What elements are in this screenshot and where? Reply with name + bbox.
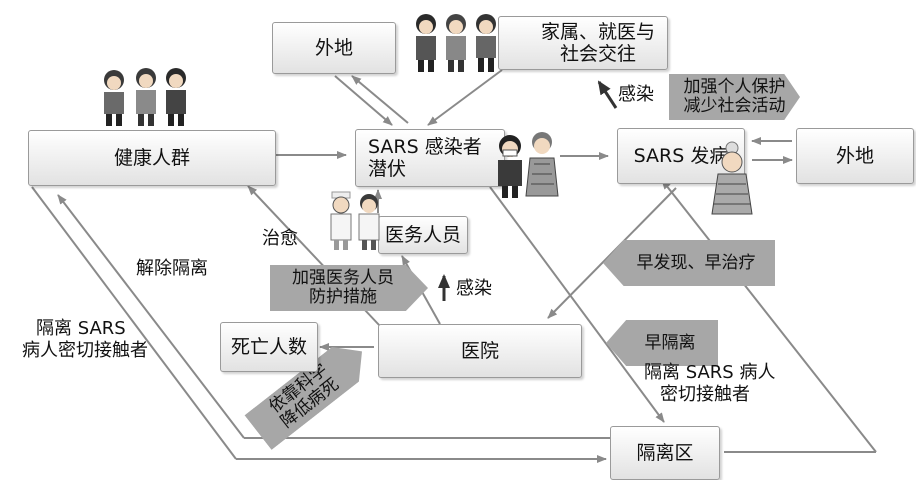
node-death-label: 死亡人数 [230, 336, 307, 358]
node-death: 死亡人数 [220, 322, 318, 372]
family-people-icon [416, 14, 496, 72]
label-isolate-right-line2: 密切接触者 [660, 384, 750, 405]
band-early-treat-text: 早发现、早治疗 [636, 252, 756, 273]
band-personal-line1: 加强个人保护 [683, 77, 786, 97]
node-medical: 医务人员 [378, 216, 468, 254]
band-staff-protection: 加强医务人员防护措施 [270, 265, 428, 311]
node-quarantine-label: 隔离区 [636, 442, 694, 464]
node-waidi-right: 外地 [796, 128, 914, 184]
band-staff-line2: 防护措施 [309, 287, 377, 307]
band-staff-line1: 加强医务人员 [292, 268, 394, 288]
band-early-isolate-text: 早隔离 [644, 332, 696, 353]
arrow-quarantine-up [661, 179, 877, 453]
arrow-latent-to-quarantine [489, 186, 665, 423]
band-personal-line2: 减少社会活动 [683, 96, 786, 116]
node-waidi-right-label: 外地 [835, 145, 874, 167]
node-family-line2: 社会交往 [559, 43, 636, 65]
arrow-isolate-down [31, 186, 237, 460]
band-personal-protection: 加强个人保护减少社会活动 [669, 74, 800, 120]
node-waidi-top-label: 外地 [314, 37, 353, 59]
node-waidi-top: 外地 [272, 22, 396, 74]
node-family: 家属、就医与社会交往 [498, 16, 668, 70]
infected-person-icon [498, 132, 559, 198]
label-isolate-left: 隔离 SARS 病人密切接触者 [22, 318, 148, 362]
node-latent-line1: SARS 感染者 [368, 136, 482, 158]
label-isolate-left-line2: 病人密切接触者 [22, 340, 148, 361]
sick-person-icon [711, 141, 753, 215]
node-healthy-label: 健康人群 [113, 147, 190, 169]
label-release: 解除隔离 [136, 258, 208, 279]
node-latent-line2: 潜伏 [368, 158, 407, 180]
band-early-isolate: 早隔离 [606, 320, 718, 366]
label-isolate-right: 隔离 SARS 病人 密切接触者 [644, 362, 775, 406]
three-people-icon [104, 68, 186, 126]
node-hospital-label: 医院 [460, 340, 499, 362]
node-hospital: 医院 [378, 324, 582, 378]
node-family-line1: 家属、就医与 [540, 21, 655, 43]
label-cure: 治愈 [262, 228, 298, 249]
label-isolate-left-line1: 隔离 SARS [36, 318, 126, 339]
label-infect-mid: 感染 [456, 278, 492, 299]
node-onset-label: SARS 发病 [633, 145, 729, 167]
arrow-infect-top [597, 80, 618, 109]
node-healthy: 健康人群 [28, 130, 276, 186]
arrow-waidi-to-latent [334, 75, 393, 126]
arrow-release-up [57, 194, 245, 439]
node-quarantine: 隔离区 [610, 426, 720, 480]
arrow-latent-to-waidi [351, 75, 409, 124]
label-isolate-right-line1: 隔离 SARS 病人 [644, 362, 776, 383]
band-early-treat: 早发现、早治疗 [603, 240, 775, 286]
label-infect-top: 感染 [618, 84, 654, 105]
node-medical-label: 医务人员 [384, 224, 461, 246]
arrow-family-to-latent [427, 69, 503, 126]
doctor-nurse-icon [330, 191, 380, 250]
node-latent: SARS 感染者潜伏 [355, 129, 505, 187]
